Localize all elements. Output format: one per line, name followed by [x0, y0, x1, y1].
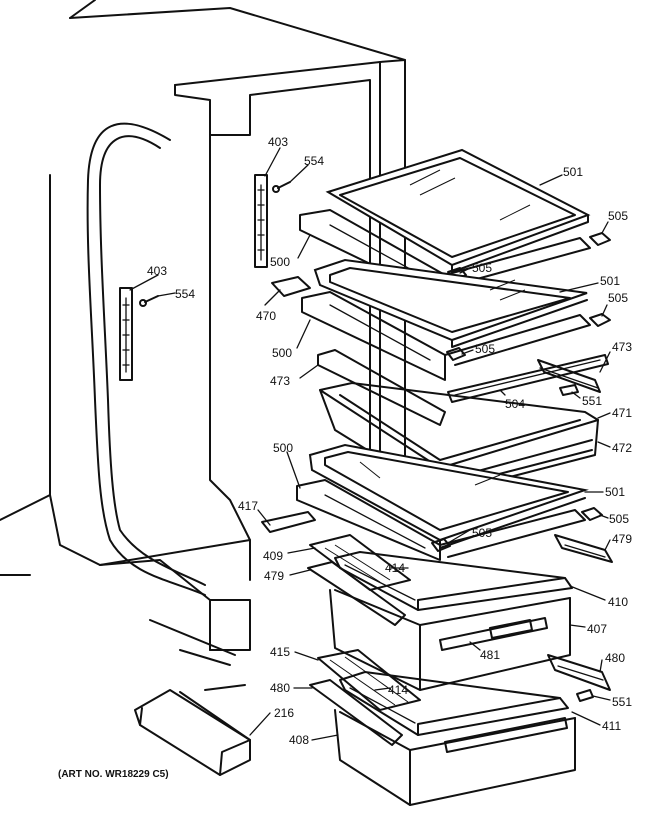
door-bin-216: [134, 689, 251, 776]
drawer-407: [329, 589, 571, 691]
shelf-bracket-470: [271, 276, 311, 297]
part-label-407: 407: [587, 622, 607, 636]
part-label-411: 411: [602, 719, 621, 733]
part-labels: 403 554 501 505 500 505 403 554 501 505 …: [58, 135, 632, 780]
part-label-470: 470: [256, 309, 276, 323]
part-label-551-upper: 551: [582, 394, 602, 408]
drawer-slide-479-right: [554, 534, 613, 563]
part-label-480-left: 480: [270, 681, 290, 695]
part-label-554-lower: 554: [175, 287, 195, 301]
screw-554-lower: [139, 295, 159, 307]
drawer-slide-479-left: [307, 561, 406, 626]
part-label-505-middle-right: 505: [608, 291, 628, 305]
part-label-500-middle: 500: [272, 346, 292, 360]
clip-551-b: [576, 689, 594, 702]
part-label-500-upper: 500: [270, 255, 290, 269]
part-label-504: 504: [505, 397, 525, 411]
shelf-frame-middle: [301, 291, 591, 381]
part-label-415: 415: [270, 645, 290, 659]
part-label-414-upper: 414: [385, 561, 405, 575]
art-number: (ART NO. WR18229 C5): [58, 769, 169, 780]
clip-505-f: [431, 538, 451, 552]
part-label-409: 409: [263, 549, 283, 563]
glass-shelf-upper: [325, 148, 591, 273]
shelf-clip-505-c: [589, 313, 611, 327]
part-label-551-lower: 551: [612, 695, 632, 709]
pan-rail-504: [447, 354, 609, 403]
part-label-554-upper: 554: [304, 154, 324, 168]
pan-cover-473-left: [317, 349, 446, 426]
part-label-472: 472: [612, 441, 632, 455]
part-label-216: 216: [274, 706, 294, 720]
part-label-480-right: 480: [605, 651, 625, 665]
part-label-473-left: 473: [270, 374, 290, 388]
clip-505-e: [581, 507, 603, 521]
part-label-505-lower-right: 505: [609, 512, 629, 526]
pan-cover-409: [309, 534, 411, 591]
part-label-505-middle-front: 505: [475, 342, 495, 356]
part-label-408: 408: [289, 733, 309, 747]
drawer-408: [334, 709, 576, 806]
part-label-500-lower: 500: [273, 441, 293, 455]
part-label-417: 417: [238, 499, 258, 513]
part-label-501-middle: 501: [600, 274, 620, 288]
door-gasket: [86, 122, 206, 596]
pan-cover-473-right: [537, 359, 601, 393]
shelf-frame-lower: [296, 479, 586, 561]
part-label-479-left: 479: [264, 569, 284, 583]
drawer-frame-411: [339, 671, 569, 736]
part-label-403-upper: 403: [268, 135, 288, 149]
clip-551-a: [559, 384, 579, 396]
shelf-support-rail-lower: [119, 287, 133, 381]
part-label-473-right: 473: [612, 340, 632, 354]
part-label-505-lower-front: 505: [472, 526, 492, 540]
part-label-505-upper-front: 505: [472, 261, 492, 275]
shelf-support-rail-upper: [254, 174, 268, 268]
screw-554-upper: [272, 181, 291, 193]
part-label-414-lower: 414: [388, 683, 408, 697]
part-label-479-right: 479: [612, 532, 632, 546]
part-label-501-lower: 501: [605, 485, 625, 499]
shelf-clip-505-a: [589, 232, 611, 246]
part-label-471: 471: [612, 406, 632, 420]
drawer-slide-480-right: [547, 654, 611, 691]
cabinet-liner: [0, 0, 406, 691]
part-label-403-lower: 403: [147, 264, 167, 278]
glass-shelf-middle: [313, 258, 588, 348]
leader-lines: [129, 147, 611, 741]
shelf-clip-505-d: [446, 347, 466, 361]
drawer-frame-410: [334, 551, 573, 611]
bracket-417: [261, 511, 316, 533]
part-label-505-upper-right: 505: [608, 209, 628, 223]
part-label-481: 481: [480, 648, 500, 662]
part-label-501-upper: 501: [563, 165, 583, 179]
part-label-410: 410: [608, 595, 628, 609]
glass-shelf-lower: [308, 443, 589, 549]
